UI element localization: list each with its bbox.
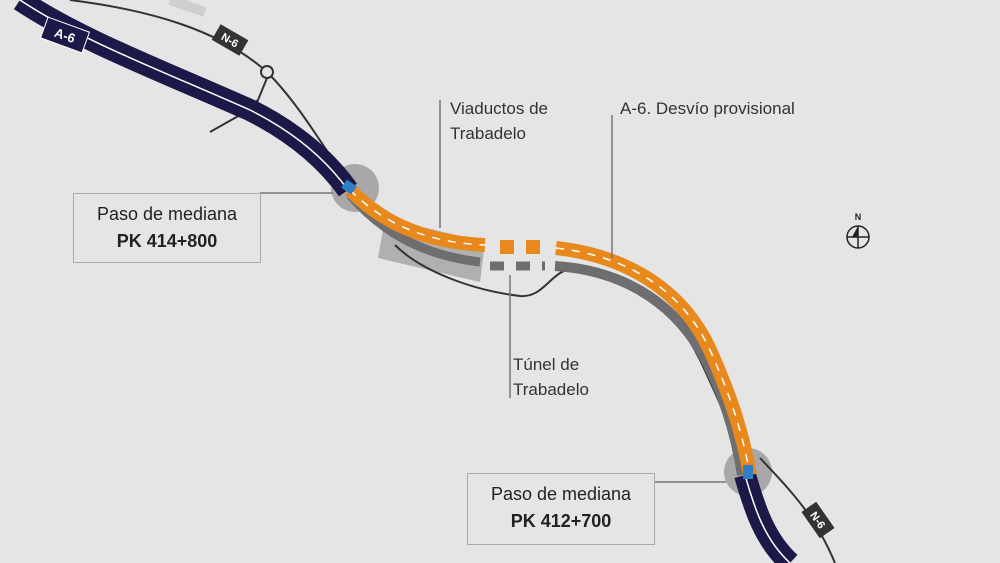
median-crossing-north [341,179,357,195]
leader-lines [260,100,726,483]
paso-sur-pk: PK 412+700 [510,511,612,531]
n6-shield-north: N-6 [211,24,249,56]
viaductos-line2: Trabadelo [450,124,526,143]
n6-shield-south: N-6 [801,501,835,539]
paso-norte-pk: PK 414+800 [116,231,218,251]
callout-paso-sur: Paso de mediana PK 412+700 [467,473,655,545]
a6-motorway-south [734,471,798,563]
paso-sur-title: Paso de mediana [490,484,632,504]
faded-road [168,0,207,17]
desvio-label: A-6. Desvío provisional [620,99,795,118]
roundabout [260,65,274,79]
viaductos-line1: Viaductos de [450,99,548,118]
callout-paso-norte: Paso de mediana PK 414+800 [73,193,261,263]
lane-line [744,474,791,563]
tunel-line1: Túnel de [513,355,580,374]
paso-norte-title: Paso de mediana [96,204,238,224]
existing-a6 [554,261,747,476]
north-arrow-icon: N [846,212,870,249]
viaductos-label: Viaductos de Trabadelo [450,96,548,146]
a6-shield: A-6 [39,16,91,54]
median-crossing-south [743,465,753,479]
a6-label: A-6 [52,25,77,46]
tunel-label: Túnel de Trabadelo [513,352,589,402]
detour-centerline [349,189,751,476]
north-label: N [855,212,862,222]
tunel-line2: Trabadelo [513,380,589,399]
n6-road-south [759,457,836,563]
